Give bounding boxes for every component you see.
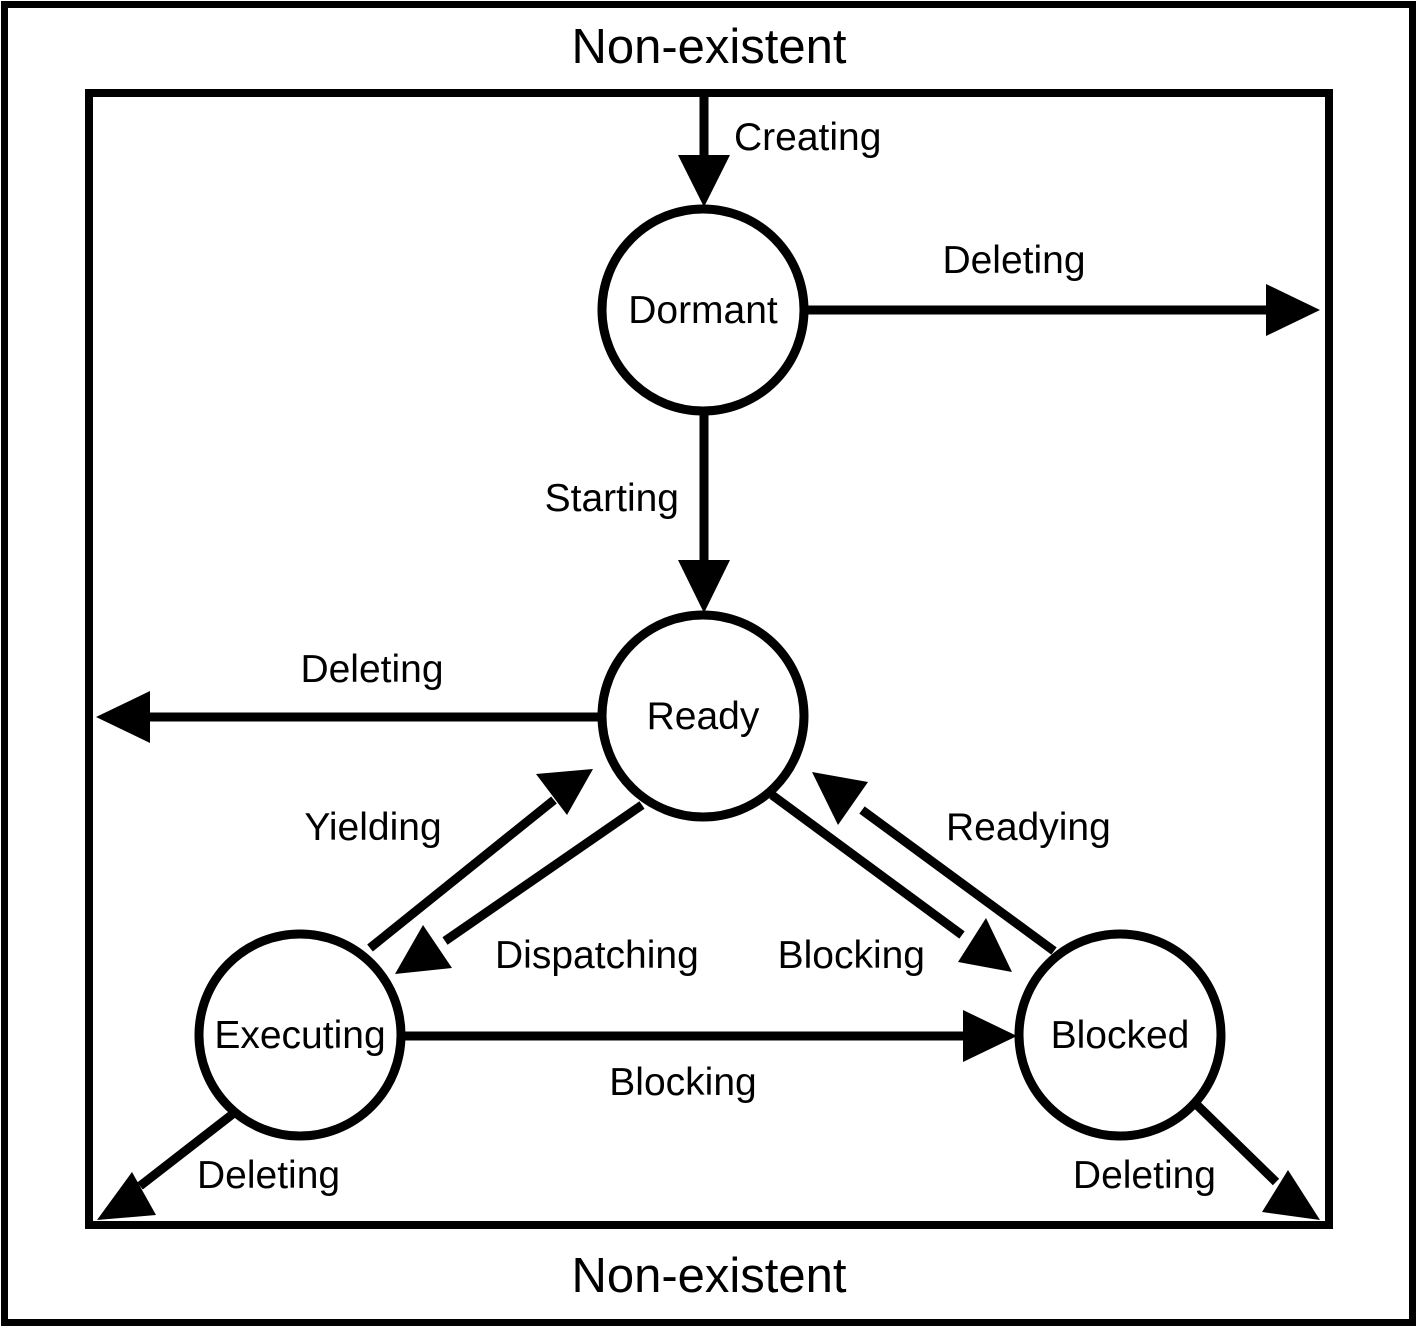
arrow-head-deleting-ready bbox=[96, 691, 150, 743]
region-label-top: Non-existent bbox=[571, 20, 846, 74]
arrow-head-deleting-blocked bbox=[1262, 1170, 1320, 1220]
arrow-head-dispatching bbox=[395, 925, 452, 974]
edge-label-deleting-blocked: Deleting bbox=[1073, 1154, 1216, 1197]
transition-deleting-ready: Deleting bbox=[96, 648, 602, 743]
arrow-head-blocking-executing bbox=[963, 1010, 1017, 1062]
arrow-head-starting bbox=[678, 560, 730, 613]
transition-blocking-ready: Blocking bbox=[769, 791, 1012, 977]
edge-label-deleting-ready: Deleting bbox=[300, 648, 443, 691]
inner-frame-border bbox=[85, 89, 1333, 1229]
state-node-executing[interactable]: Executing bbox=[194, 929, 406, 1141]
edge-label-yielding: Yielding bbox=[304, 806, 441, 849]
state-label-ready: Ready bbox=[647, 695, 760, 738]
transition-yielding: Yielding bbox=[304, 769, 593, 952]
state-label-executing: Executing bbox=[214, 1014, 385, 1057]
transition-deleting-dormant: Deleting bbox=[806, 239, 1320, 336]
edge-label-starting: Starting bbox=[545, 477, 679, 520]
arrow-head-blocking-ready bbox=[958, 918, 1012, 972]
state-circle-blocked[interactable] bbox=[1014, 929, 1226, 1141]
state-node-ready[interactable]: Ready bbox=[597, 610, 809, 822]
state-circle-ready[interactable] bbox=[597, 610, 809, 822]
arrow-head-deleting-dormant bbox=[1266, 284, 1320, 336]
state-label-dormant: Dormant bbox=[628, 289, 778, 332]
edge-label-dispatching: Dispatching bbox=[495, 934, 699, 977]
state-circle-executing[interactable] bbox=[194, 929, 406, 1141]
arrow-head-creating bbox=[678, 155, 730, 207]
transition-creating: Creating bbox=[678, 97, 881, 207]
transition-blocking-executing: Blocking bbox=[403, 1010, 1017, 1104]
edge-label-deleting-executing: Deleting bbox=[197, 1154, 340, 1197]
transition-readying: Readying bbox=[812, 772, 1111, 955]
edge-label-readying: Readying bbox=[946, 806, 1111, 849]
arrow-head-readying bbox=[812, 772, 868, 825]
transition-deleting-blocked: Deleting bbox=[1073, 1101, 1320, 1220]
state-node-dormant[interactable]: Dormant bbox=[597, 204, 809, 416]
transition-deleting-executing: Deleting bbox=[97, 1109, 340, 1220]
edge-label-blocking-executing: Blocking bbox=[609, 1061, 756, 1104]
transition-dispatching: Dispatching bbox=[395, 801, 699, 977]
arrow-head-deleting-executing bbox=[97, 1172, 156, 1220]
edge-label-blocking-ready: Blocking bbox=[778, 934, 925, 977]
state-label-blocked: Blocked bbox=[1051, 1014, 1190, 1057]
edge-label-deleting-dormant: Deleting bbox=[942, 239, 1085, 282]
region-label-bottom: Non-existent bbox=[571, 1249, 846, 1303]
arrow-head-yielding bbox=[536, 769, 593, 815]
edge-label-creating: Creating bbox=[734, 116, 881, 159]
transition-starting: Starting bbox=[545, 412, 730, 613]
state-circle-dormant[interactable] bbox=[597, 204, 809, 416]
state-node-blocked[interactable]: Blocked bbox=[1014, 929, 1226, 1141]
